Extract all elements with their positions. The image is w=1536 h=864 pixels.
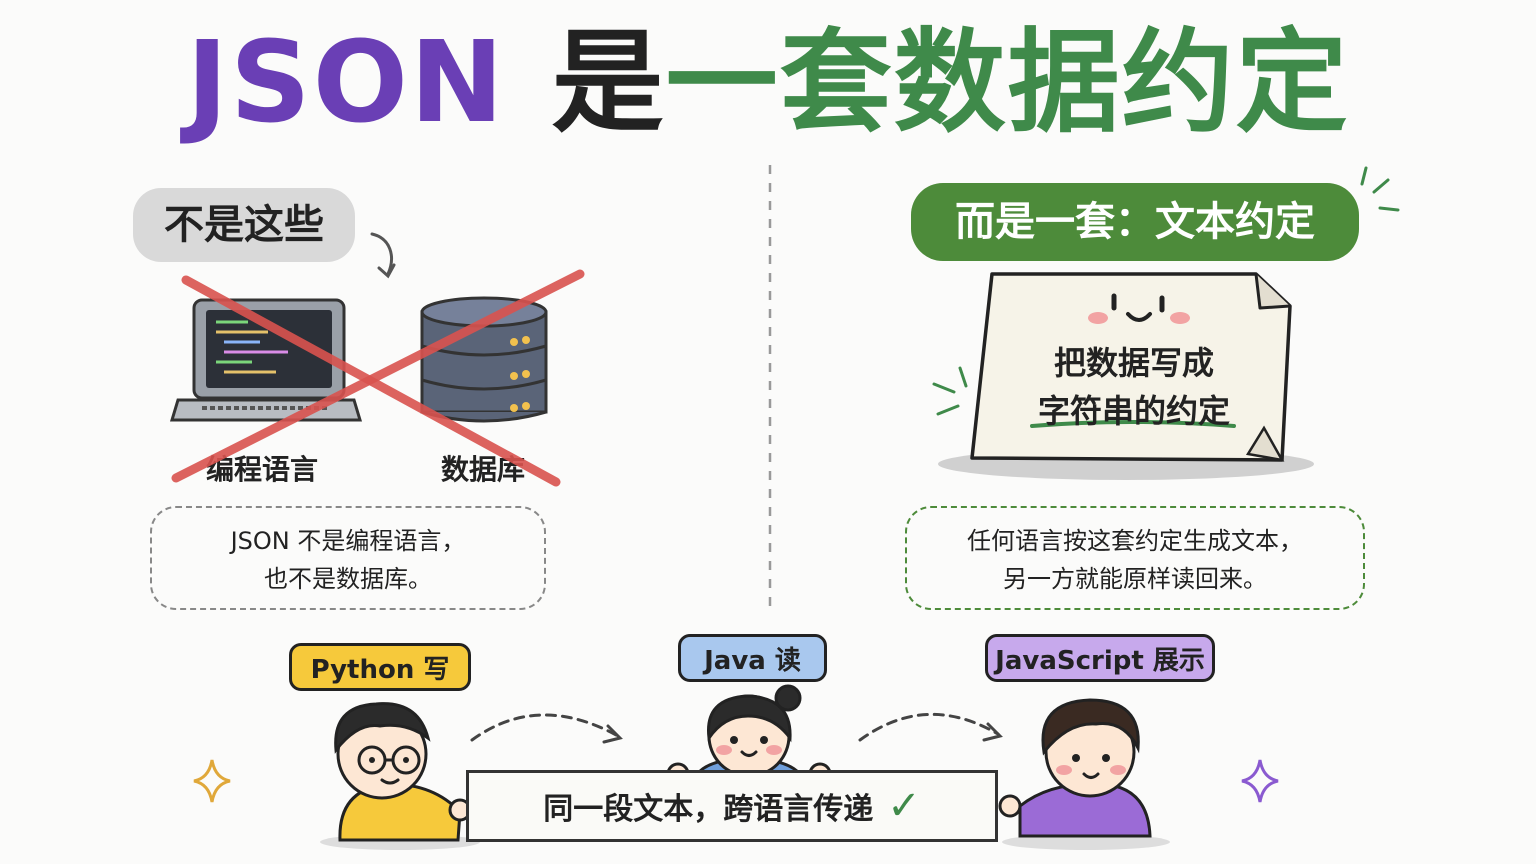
red-cross-icon	[171, 269, 585, 487]
tag-python-write: Python 写	[289, 643, 471, 691]
dashed-arrow-right-icon	[858, 712, 1003, 742]
item-label-programming-language: 编程语言	[206, 453, 319, 486]
laptop-icon	[169, 298, 363, 422]
paper-line-1: 把数据写成	[1053, 344, 1214, 382]
title-json: JSON	[186, 18, 506, 148]
left-speech-bubble: JSON 不是编程语言， 也不是数据库。	[150, 506, 546, 610]
right-bubble-line-2: 另一方就能原样读回来。	[1003, 565, 1267, 593]
rather-text-pill: 而是一套：文本约定	[911, 183, 1359, 261]
main-title: JSON 是一套数据约定	[0, 18, 1536, 148]
title-is: 是	[551, 18, 666, 148]
left-bubble-line-1: JSON 不是编程语言，	[230, 527, 466, 555]
tag-javascript-display: JavaScript 展示	[985, 634, 1215, 682]
check-icon: ✓	[887, 783, 921, 829]
python-kid-character	[320, 702, 480, 850]
javascript-kid-character	[998, 698, 1170, 850]
not-these-pill: 不是这些	[133, 188, 355, 262]
right-bubble-line-1: 任何语言按这套约定生成文本，	[967, 527, 1303, 555]
dashed-arrow-left-icon	[470, 713, 623, 744]
title-rest: 一套数据约定	[665, 18, 1350, 148]
sparkle-lines-icon	[1360, 166, 1400, 212]
smiling-paper-icon	[932, 272, 1314, 480]
cross-language-banner: 同一段文本，跨语言传递 ✓	[466, 770, 998, 842]
curved-arrow-icon	[370, 232, 396, 279]
left-bubble-line-2: 也不是数据库。	[264, 565, 432, 593]
sparkle-star-purple-icon	[1241, 759, 1279, 803]
java-kid-character	[666, 684, 832, 782]
sparkle-star-yellow-icon	[193, 759, 231, 803]
right-speech-bubble: 任何语言按这套约定生成文本， 另一方就能原样读回来。	[905, 506, 1365, 610]
paper-line-2: 字符串的约定	[1037, 392, 1230, 430]
tag-java-read: Java 读	[678, 634, 827, 682]
center-divider	[768, 165, 772, 615]
banner-text: 同一段文本，跨语言传递	[543, 792, 874, 827]
